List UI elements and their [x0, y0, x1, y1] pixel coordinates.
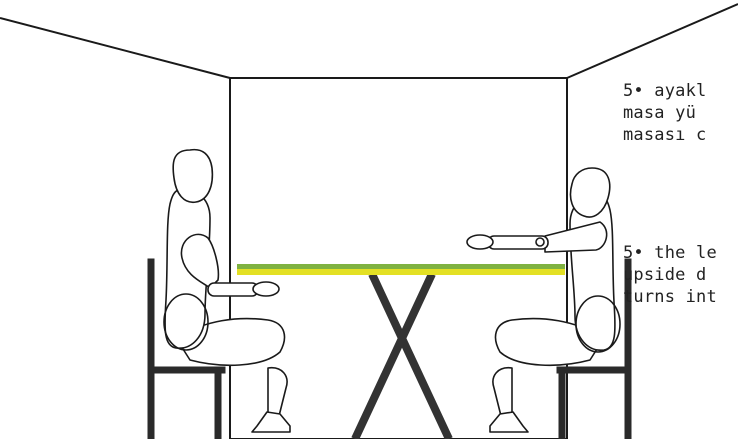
caption-turkish-line-1: 5• ayakl — [623, 80, 706, 102]
right-person — [467, 168, 620, 432]
ceiling-edge-left — [0, 18, 230, 78]
tabletop-green-layer — [237, 264, 565, 269]
caption-turkish: 5• ayakl masa yü masası c — [623, 80, 706, 146]
caption-english: 5• the le upside d turns int — [623, 242, 717, 308]
caption-turkish-line-2: masa yü — [623, 102, 706, 124]
caption-english-line-1: 5• the le — [623, 242, 717, 264]
caption-english-line-3: turns int — [623, 286, 717, 308]
caption-turkish-line-3: masası c — [623, 124, 706, 146]
left-person — [164, 150, 290, 432]
caption-english-line-2: upside d — [623, 264, 717, 286]
table-leg-right — [355, 274, 432, 439]
table-leg-left — [372, 274, 449, 439]
tabletop-yellow-layer — [237, 269, 565, 275]
ceiling-edge-right — [567, 4, 738, 78]
